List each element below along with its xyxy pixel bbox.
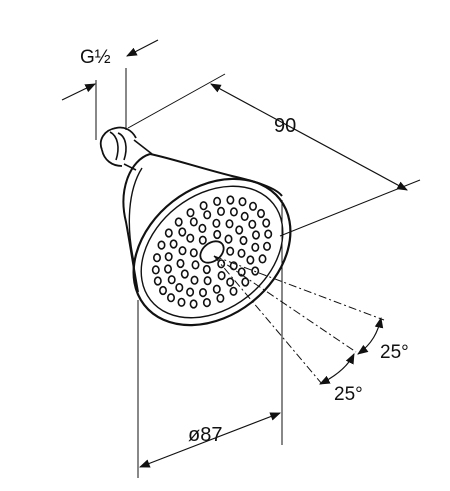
length-extension-line-top — [127, 73, 226, 129]
nozzle-hole — [191, 260, 200, 270]
nozzle-hole — [190, 275, 199, 285]
nozzle-hole — [203, 210, 212, 220]
nozzle-hole — [212, 218, 221, 228]
nozzle-hole — [202, 264, 211, 275]
spray-angle-label-lower: 25° — [334, 384, 363, 405]
nozzle-hole — [258, 254, 267, 264]
nozzle-hole — [217, 259, 226, 269]
nozzle-hole — [198, 235, 207, 245]
spray-angle-lines: 25° 25° — [213, 255, 409, 405]
nozzle-hole — [153, 253, 162, 263]
nozzle-hole — [151, 265, 160, 275]
thread-arrow-right — [126, 39, 159, 57]
nozzle-hole — [226, 277, 235, 287]
length-label: 90 — [274, 115, 296, 137]
center-disc — [199, 240, 225, 264]
nozzle-hole — [226, 246, 235, 256]
nozzle-hole — [203, 276, 212, 286]
angle-arc-upper — [357, 316, 384, 355]
nozzle-hole — [164, 264, 173, 274]
nozzle-hole — [212, 284, 221, 294]
nozzle-hole — [198, 223, 207, 233]
spray-centerline-middle — [213, 255, 357, 353]
nozzle-hole — [199, 201, 208, 211]
diameter-dimension: ø87 — [137, 200, 283, 478]
nozzle-hole — [167, 275, 176, 285]
nozzle-hole — [264, 229, 273, 239]
nozzle-hole — [237, 248, 246, 258]
nozzle-hole — [199, 288, 208, 298]
diameter-label: ø87 — [188, 424, 222, 446]
nozzle-hole — [251, 242, 260, 252]
nozzle-hole — [246, 255, 255, 265]
nozzle-hole — [169, 239, 178, 249]
nozzle-hole — [217, 271, 226, 281]
nozzle-hole — [174, 217, 183, 227]
spray-nozzles — [151, 195, 273, 309]
nozzle-hole — [189, 217, 198, 227]
nozzle-hole — [248, 219, 257, 229]
nozzle-hole — [164, 228, 173, 238]
nozzle-hole — [252, 230, 261, 240]
nozzle-hole — [175, 283, 184, 293]
thread-size-label: G½ — [80, 47, 111, 68]
nozzle-hole — [177, 297, 186, 307]
nozzle-hole — [256, 208, 265, 219]
spray-face — [132, 177, 292, 327]
spray-centerline-upper — [213, 255, 385, 321]
length-dimension: 90 — [127, 73, 421, 237]
nozzle-hole — [217, 206, 226, 216]
nozzle-hole — [240, 211, 249, 221]
spray-face-outer-rim — [132, 177, 292, 327]
nozzle-hole — [178, 227, 187, 237]
nozzle-hole — [262, 241, 271, 251]
angle-arc-lower — [319, 353, 355, 385]
nozzle-hole — [178, 246, 187, 256]
nozzle-hole — [189, 248, 198, 258]
nozzle-hole — [241, 277, 250, 287]
nozzle-hole — [224, 234, 233, 244]
spray-angle-label-upper: 25° — [380, 342, 409, 363]
nozzle-hole — [239, 235, 248, 246]
nozzle-hole — [189, 299, 198, 309]
length-extension-line-bottom — [279, 179, 421, 237]
nozzle-hole — [213, 229, 222, 240]
nozzle-hole — [176, 258, 185, 269]
nozzle-hole — [225, 219, 234, 229]
nozzle-hole — [153, 276, 162, 286]
spray-face-inner-rim — [140, 185, 284, 319]
nozzle-hole — [249, 201, 258, 211]
nozzle-hole — [167, 293, 176, 303]
nozzle-hole — [186, 208, 195, 218]
nozzle-hole — [237, 267, 246, 277]
nozzle-hole — [164, 252, 173, 262]
thread-dimension: G½ — [61, 39, 159, 140]
nozzle-hole — [213, 196, 222, 206]
spray-centerline-lower — [213, 255, 323, 385]
nozzle-hole — [216, 293, 225, 303]
nozzle-hole — [157, 240, 166, 250]
nozzle-hole — [186, 287, 195, 297]
nozzle-hole — [262, 218, 271, 228]
diameter-dimension-line — [138, 412, 282, 468]
thread-arrow-left — [61, 83, 96, 101]
nozzle-hole — [202, 298, 211, 308]
length-dimension-line — [210, 83, 408, 191]
nozzle-hole — [159, 285, 168, 296]
shower-arm — [99, 126, 153, 171]
nozzle-hole — [229, 207, 238, 217]
nozzle-hole — [235, 225, 244, 235]
nozzle-hole — [186, 233, 195, 243]
nozzle-hole — [238, 197, 247, 207]
nozzle-hole — [226, 195, 235, 205]
nozzle-hole — [180, 269, 189, 279]
nozzle-hole — [229, 286, 238, 296]
